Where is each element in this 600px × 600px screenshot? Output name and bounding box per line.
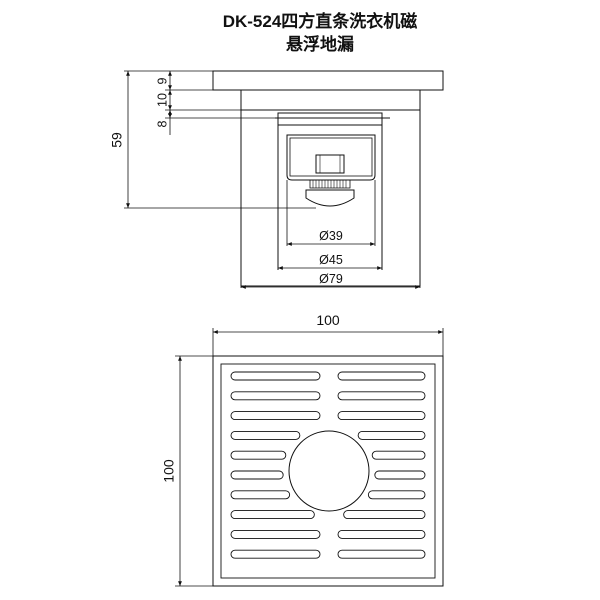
- grate-slot-left: [230, 549, 321, 559]
- inner-cup: [286, 134, 376, 181]
- grate-slot-right: [374, 470, 426, 480]
- grate-slot-left: [230, 411, 321, 421]
- grate-slot-right: [337, 371, 426, 381]
- center-drain-hole: [288, 430, 370, 512]
- dim-label-10: 10: [155, 93, 169, 107]
- dim-label-width: 100: [316, 312, 340, 328]
- top-view: [175, 328, 444, 587]
- grate-slot-right: [337, 549, 426, 559]
- dim-label-d39: Ø39: [319, 229, 343, 243]
- grate-slot-left: [230, 430, 301, 440]
- dim-label-d79: Ø79: [319, 272, 343, 286]
- grate-slot-right: [371, 450, 426, 460]
- dim-label-59: 59: [109, 132, 125, 148]
- grate-slot-left: [230, 490, 291, 500]
- title-line-2: 悬浮地漏: [286, 35, 354, 54]
- core-collar: [277, 112, 383, 126]
- dim-label-8: 8: [155, 120, 169, 127]
- grate-outer-frame: [212, 355, 444, 587]
- float-ball: [305, 189, 355, 207]
- grate-slot-right: [337, 411, 426, 421]
- side-view: [124, 70, 444, 289]
- float-ring: [309, 179, 351, 189]
- grate-slot-right: [357, 430, 426, 440]
- upper-body: [240, 89, 421, 111]
- grate-slot-right: [337, 391, 426, 401]
- grate-slots: [230, 371, 426, 559]
- dim-label-9: 9: [155, 77, 169, 84]
- grate-slot-left: [230, 529, 321, 539]
- dim-label-height: 100: [161, 459, 177, 483]
- grate-slot-left: [230, 510, 315, 520]
- grate-slot-left: [230, 470, 284, 480]
- dim-label-d45: Ø45: [319, 253, 343, 267]
- grate-slot-right: [367, 490, 426, 500]
- top-flange: [212, 70, 444, 91]
- drawing-title: DK-524四方直条洗衣机磁 悬浮地漏: [0, 10, 600, 56]
- grate-slot-right: [337, 529, 426, 539]
- magnet-block: [315, 154, 345, 174]
- grate-slot-left: [230, 450, 287, 460]
- grate-slot-right: [343, 510, 426, 520]
- grate-slot-left: [230, 371, 321, 381]
- grate-slot-left: [230, 391, 321, 401]
- grate-inner-frame: [220, 363, 436, 579]
- title-line-1: DK-524四方直条洗衣机磁: [222, 12, 418, 31]
